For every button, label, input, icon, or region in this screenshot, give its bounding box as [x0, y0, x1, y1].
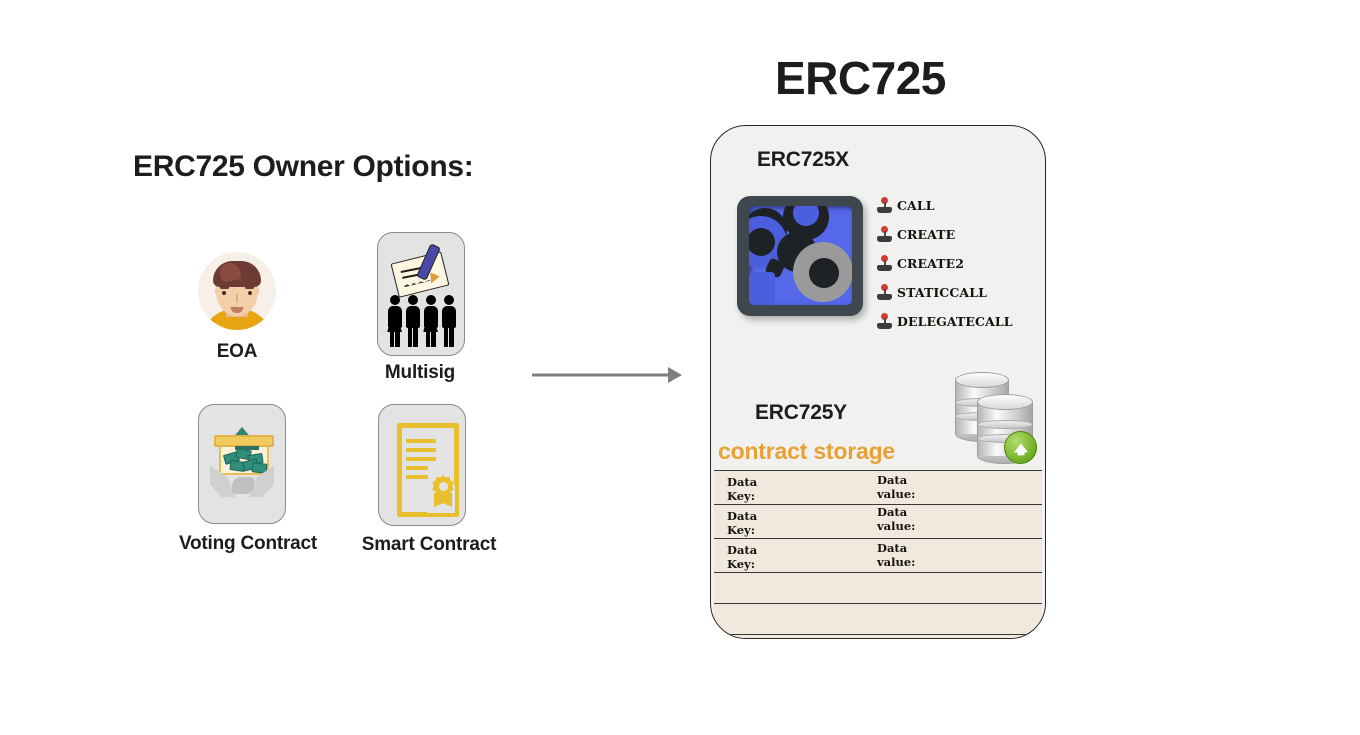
table-row — [714, 573, 1042, 604]
upload-badge-icon — [1004, 431, 1037, 464]
operation-label: CALL — [897, 198, 935, 213]
memo-signature-icon — [390, 243, 450, 298]
signature-people-icon — [377, 232, 465, 356]
data-key-cell: Data Key: — [727, 543, 758, 572]
option-label-voting-contract: Voting Contract — [178, 533, 318, 554]
database-upload-icon — [949, 366, 1037, 464]
page-title: ERC725 — [775, 52, 946, 104]
right-arrow-icon — [530, 358, 690, 392]
people-group-icon — [387, 295, 457, 347]
seal-icon — [432, 475, 456, 507]
operation-row: CREATE — [876, 220, 1036, 249]
joystick-icon — [876, 255, 893, 272]
joystick-icon — [876, 226, 893, 243]
data-key-cell: Data Key: — [727, 509, 758, 538]
data-value-cell: Data value: — [877, 505, 916, 534]
data-value-cell: Data value: — [877, 473, 916, 502]
operation-label: STATICCALL — [897, 285, 987, 300]
operation-row: CREATE2 — [876, 249, 1036, 278]
erc725x-operations-list: CALL CREATE CREATE2 STATICCALL DELEGATEC… — [876, 191, 1036, 336]
ballot-box-icon — [198, 404, 286, 524]
option-label-eoa: EOA — [216, 341, 258, 362]
data-key-cell: Data Key: — [727, 475, 758, 504]
table-row: Data Key: Data value: — [714, 471, 1042, 505]
option-label-smart-contract: Smart Contract — [361, 534, 497, 555]
erc725-card: ERC725X — [710, 125, 1046, 639]
joystick-icon — [876, 284, 893, 301]
contract-document-icon — [378, 404, 466, 526]
table-row: Data Key: Data value: — [714, 505, 1042, 539]
joystick-icon — [876, 197, 893, 214]
data-value-cell: Data value: — [877, 541, 916, 570]
table-row: Data Key: Data value: — [714, 539, 1042, 573]
erc725x-title: ERC725X — [757, 148, 849, 171]
owner-options-heading: ERC725 Owner Options: — [133, 150, 474, 183]
user-avatar-icon — [198, 252, 276, 330]
gears-icon — [735, 184, 865, 332]
operation-label: DELEGATECALL — [897, 314, 1013, 329]
operation-row: STATICCALL — [876, 278, 1036, 307]
operation-label: CREATE — [897, 227, 956, 242]
option-label-multisig: Multisig — [384, 362, 456, 383]
contract-storage-label: contract storage — [718, 438, 896, 464]
operation-label: CREATE2 — [897, 256, 965, 271]
operation-row: CALL — [876, 191, 1036, 220]
erc725y-title: ERC725Y — [755, 401, 847, 424]
table-row — [714, 604, 1042, 635]
joystick-icon — [876, 313, 893, 330]
storage-table: Data Key: Data value: Data Key: Data val… — [714, 470, 1042, 638]
operation-row: DELEGATECALL — [876, 307, 1036, 336]
